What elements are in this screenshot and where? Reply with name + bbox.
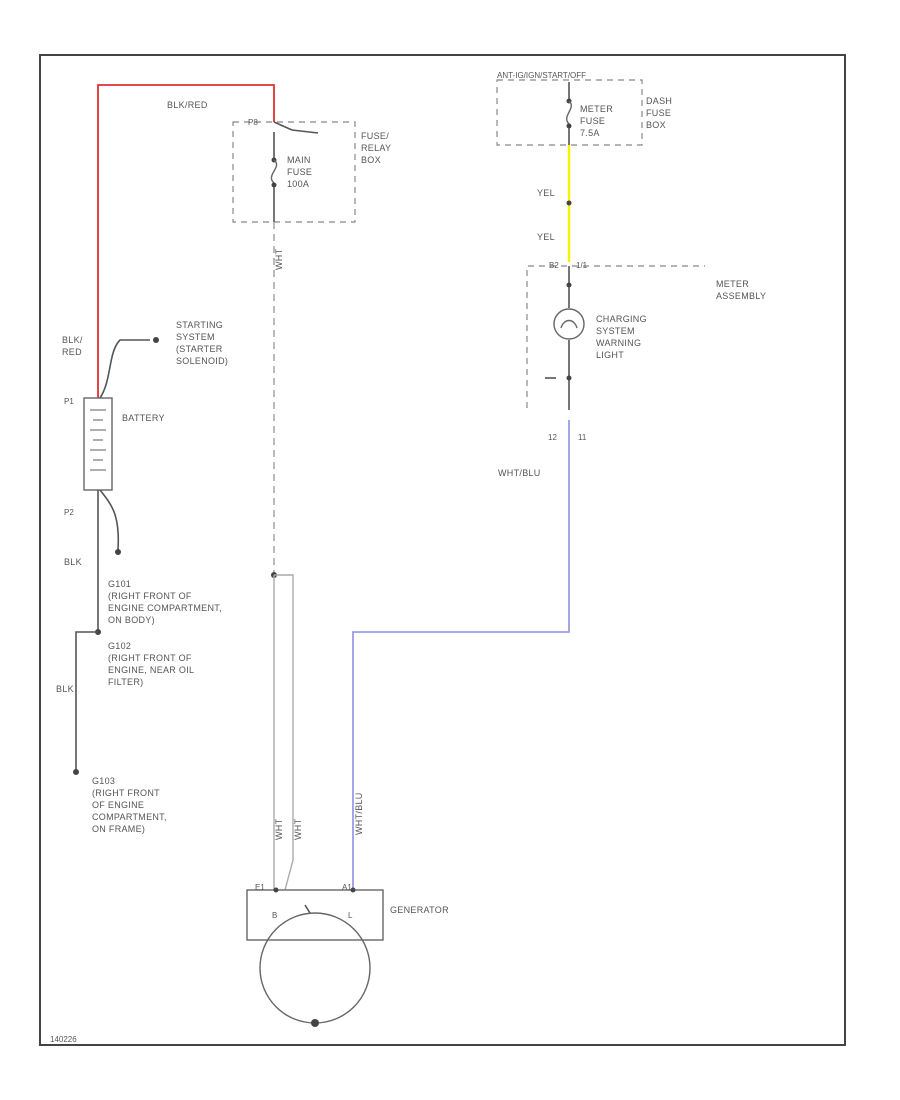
battery-ground-dot xyxy=(115,549,121,555)
red-wire xyxy=(97,84,275,398)
battery-minus-pin: P2 xyxy=(64,508,74,517)
generator-label: GENERATOR xyxy=(390,905,449,915)
meter-assembly-label-1: METER xyxy=(716,279,749,289)
battery-cells xyxy=(90,409,106,471)
diagram-frame xyxy=(39,54,846,1046)
wht-wire-lower-b xyxy=(274,574,294,891)
starting-system-label-4: SOLENOID) xyxy=(176,356,228,366)
g103-label-2: (RIGHT FRONT xyxy=(92,788,160,798)
meter-fuse-label-2: FUSE xyxy=(580,116,605,126)
g103-label-1: G103 xyxy=(92,776,115,786)
dash-fuse-box-label-1: DASH xyxy=(646,96,672,106)
warning-light-terminal-bottom xyxy=(566,375,572,381)
dash-fuse-box-label-3: BOX xyxy=(646,120,666,130)
blk-2-label: BLK xyxy=(56,684,74,694)
battery-plus-pin: P1 xyxy=(64,397,74,406)
generator-l-label: L xyxy=(348,911,353,920)
wht-blu-vert-label: WHT/BLU xyxy=(354,792,364,835)
meter-fuse-label-1: METER xyxy=(580,104,613,114)
yel-1-label: YEL xyxy=(537,188,555,198)
dash-fuse-box-label-2: FUSE xyxy=(646,108,671,118)
footer-code: 140226 xyxy=(50,1035,77,1044)
g103-label-4: COMPARTMENT, xyxy=(92,812,167,822)
blk-red-side-label-1: BLK/ xyxy=(62,335,83,345)
generator-b-terminal xyxy=(273,887,279,893)
g102-label-3: ENGINE, NEAR OIL xyxy=(108,665,194,675)
g103-label-3: OF ENGINE xyxy=(92,800,144,810)
starting-system-label-3: (STARTER xyxy=(176,344,223,354)
g101-label-3: ENGINE COMPARTMENT, xyxy=(108,603,222,613)
blue-wire xyxy=(352,420,570,890)
wht-a-label: WHT xyxy=(274,818,284,840)
dash-fuse-box-outline xyxy=(496,79,643,146)
g101-label-4: ON BODY) xyxy=(108,615,155,625)
generator-ground-dot xyxy=(311,1019,319,1027)
ignition-switch-label: ANT-IG/IGN/START/OFF xyxy=(497,71,586,80)
generator-l-terminal xyxy=(350,887,356,893)
battery-ground-cable xyxy=(99,489,120,551)
main-fuse-terminal-bottom xyxy=(271,182,277,188)
wht-blu-label: WHT/BLU xyxy=(498,468,541,478)
warning-light-filament xyxy=(560,319,578,329)
fuse-box-pin-label: P8 xyxy=(248,118,258,127)
meter-fuse-label-3: 7.5A xyxy=(580,128,600,138)
g102-label-4: FILTER) xyxy=(108,677,143,687)
wht-b-label: WHT xyxy=(293,818,303,840)
battery-symbol xyxy=(83,397,113,491)
generator-connector xyxy=(246,889,384,941)
g102-label-2: (RIGHT FRONT OF xyxy=(108,653,192,663)
meter-in-pin: B2 xyxy=(549,261,559,270)
starting-system-label-2: SYSTEM xyxy=(176,332,215,342)
starting-system-label-1: STARTING xyxy=(176,320,223,330)
meter-in2-pin: 1/1 xyxy=(576,261,588,270)
battery-label: BATTERY xyxy=(122,413,165,423)
main-fuse-label-1: MAIN xyxy=(287,155,311,165)
generator-b-pin: E1 xyxy=(255,883,265,892)
starter-terminal-dot xyxy=(153,337,159,343)
g102-label-1: G102 xyxy=(108,641,131,651)
g103-dot xyxy=(73,769,79,775)
yel-2-label: YEL xyxy=(537,232,555,242)
warning-light-label-1: CHARGING xyxy=(596,314,647,324)
meter-assembly-outline xyxy=(526,265,705,408)
g103-label-5: ON FRAME) xyxy=(92,824,145,834)
meter-fuse-terminal-bottom xyxy=(566,123,572,129)
generator-l-pin: A1 xyxy=(342,883,352,892)
generator-b-label: B xyxy=(272,911,277,920)
blk-red-side-label-2: RED xyxy=(62,347,82,357)
fuse-relay-box-label-1: FUSE/ xyxy=(361,131,389,141)
g101-label-1: G101 xyxy=(108,579,131,589)
generator-symbol xyxy=(259,912,371,1024)
fuse-box-lead xyxy=(291,129,319,134)
blk-1-label: BLK xyxy=(64,557,82,567)
main-fuse-label-2: FUSE xyxy=(287,167,312,177)
fuse-box-switch xyxy=(273,121,293,131)
meter-out2-pin: 11 xyxy=(578,433,587,442)
warning-light-label-4: LIGHT xyxy=(596,350,624,360)
yel-splice-dot xyxy=(566,200,572,206)
warning-light-bulb xyxy=(553,308,585,340)
warning-light-terminal-top xyxy=(566,282,572,288)
fuse-relay-box-label-3: BOX xyxy=(361,155,381,165)
warning-light-label-2: SYSTEM xyxy=(596,326,635,336)
meter-fuse-symbol xyxy=(566,100,572,125)
fuse-relay-box-label-2: RELAY xyxy=(361,143,391,153)
fuse-relay-box-outline xyxy=(232,121,356,223)
meter-out1-pin: 12 xyxy=(548,433,557,442)
g101-label-2: (RIGHT FRONT OF xyxy=(108,591,192,601)
main-fuse-symbol xyxy=(270,159,278,184)
ground-wire-g103 xyxy=(75,631,98,772)
wht-wire-label: WHT xyxy=(274,248,284,270)
starter-cable xyxy=(99,339,150,399)
meter-assembly-label-2: ASSEMBLY xyxy=(716,291,766,301)
warning-light-label-3: WARNING xyxy=(596,338,641,348)
main-fuse-label-3: 100A xyxy=(287,179,309,189)
generator-internal-mark xyxy=(304,904,311,914)
blk-red-top-label: BLK/RED xyxy=(167,100,208,110)
